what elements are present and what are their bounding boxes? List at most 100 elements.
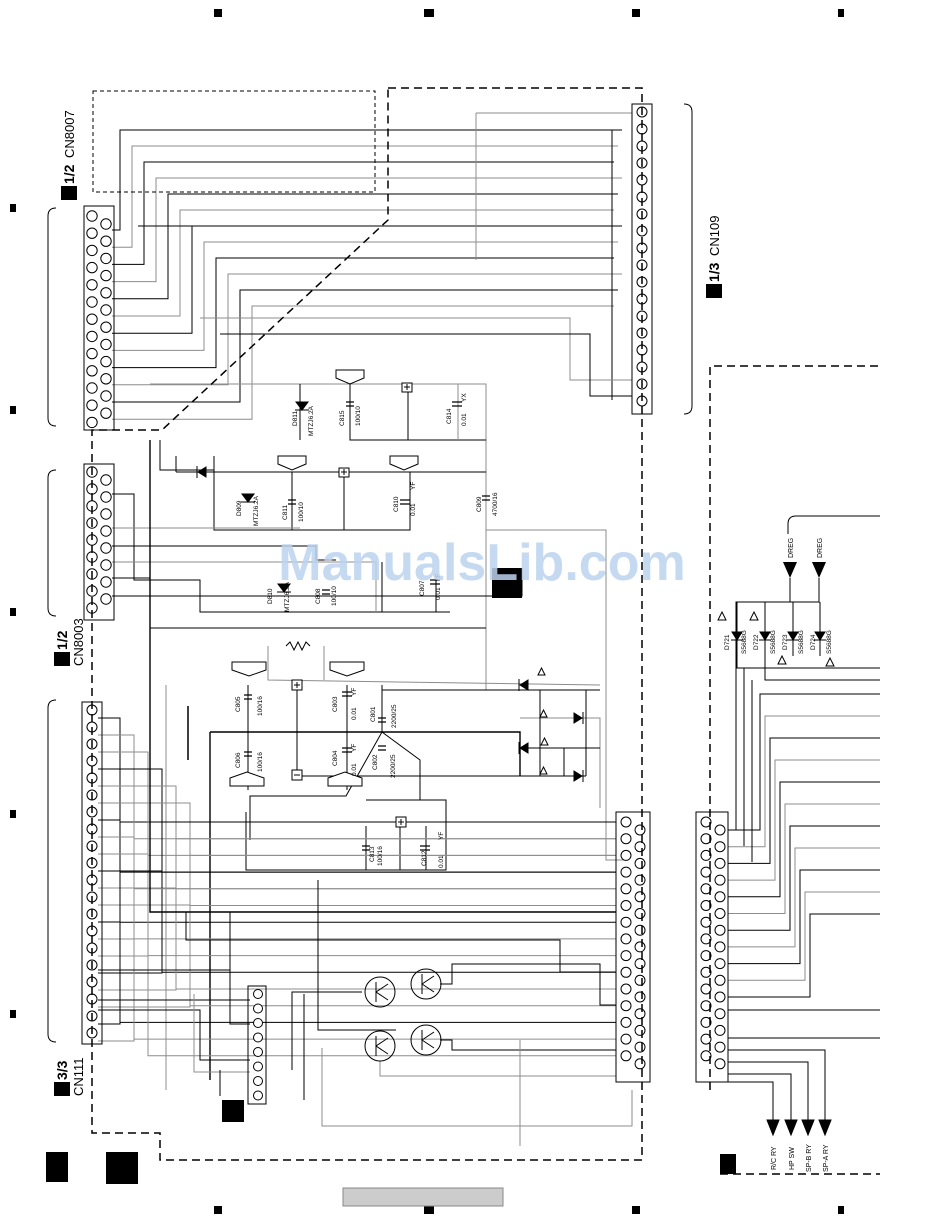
connector-label-cn8003: B 1/2 CN8003 bbox=[54, 618, 86, 666]
connector-pin bbox=[620, 933, 632, 945]
cn8007-pin bbox=[86, 279, 98, 291]
cn8003-pin bbox=[100, 542, 112, 554]
connector-pin bbox=[634, 924, 646, 936]
dreg-wire bbox=[743, 668, 753, 862]
rail-wire bbox=[159, 440, 220, 531]
cn8007-pin bbox=[100, 252, 112, 265]
board-outlines bbox=[91, 87, 880, 1175]
psu-wire bbox=[520, 717, 601, 808]
dreg-wire bbox=[792, 640, 821, 656]
connector-pin bbox=[620, 1016, 632, 1028]
c815-value: 100/10 bbox=[355, 406, 362, 426]
transistor-wire bbox=[321, 1048, 633, 1127]
connector-pin bbox=[634, 941, 646, 953]
psu-wire bbox=[399, 826, 427, 870]
c813-value: 100/16 bbox=[377, 846, 384, 866]
marker-blocks bbox=[46, 568, 736, 1184]
connector-ref: CN109 bbox=[707, 216, 722, 256]
connector-pin bbox=[253, 1076, 263, 1086]
d721-ref: D721 bbox=[724, 634, 731, 650]
diode-symbols bbox=[196, 401, 826, 782]
cn-right-wire bbox=[728, 759, 880, 881]
connector-pin bbox=[714, 958, 726, 970]
connector-pin bbox=[714, 924, 726, 936]
c805-value: 100/16 bbox=[257, 696, 264, 716]
connector-pin bbox=[700, 966, 712, 978]
connector-pin bbox=[714, 824, 726, 836]
warning-triangle-icons bbox=[537, 610, 835, 775]
connector-pin bbox=[714, 1041, 726, 1053]
connector-pin bbox=[620, 1033, 632, 1045]
registration-marks bbox=[10, 9, 844, 1214]
cn111-wire bbox=[98, 821, 616, 974]
c807-value: 0.01 bbox=[435, 587, 442, 600]
connector-pin bbox=[634, 1024, 646, 1036]
connector-pin bbox=[700, 816, 712, 828]
cn111-wire bbox=[98, 838, 616, 991]
bus-wire bbox=[112, 257, 614, 369]
connector-pin bbox=[634, 1008, 646, 1020]
cn-right-wire bbox=[728, 891, 880, 981]
cn111-wire bbox=[98, 1009, 250, 1061]
rail-symbols bbox=[229, 369, 419, 828]
watermark-text: ManualsLib.com bbox=[278, 534, 685, 592]
connector-pin bbox=[620, 983, 632, 995]
bus-wire bbox=[112, 273, 622, 386]
c806-value: 100/16 bbox=[257, 752, 264, 772]
cn111-wire bbox=[98, 854, 616, 1008]
connector-pin bbox=[700, 833, 712, 845]
connector-bodies bbox=[81, 103, 729, 1105]
connector-pin bbox=[620, 816, 632, 828]
hp-sw-label: HP SW bbox=[789, 1147, 796, 1170]
cn8007-pin bbox=[86, 399, 98, 411]
c811-ref: C811 bbox=[282, 505, 289, 520]
connector-pin bbox=[714, 908, 726, 919]
transistor-symbols bbox=[364, 968, 442, 1062]
d724-ref: D724 bbox=[810, 634, 817, 650]
connector-pin bbox=[634, 974, 646, 986]
cn8003-pin bbox=[100, 593, 112, 605]
connector-pin bbox=[714, 874, 726, 886]
d721-value: S5688G bbox=[741, 630, 748, 654]
cn-right-wire bbox=[728, 737, 880, 864]
psu-wire bbox=[249, 731, 383, 840]
connector-pin bbox=[620, 866, 632, 878]
connector-pin bbox=[700, 916, 712, 928]
psu-wire bbox=[381, 685, 421, 800]
cn8007-pin bbox=[100, 338, 112, 351]
rail-wire bbox=[112, 493, 450, 613]
c803-ref: C803 bbox=[332, 696, 339, 712]
c808-value: 100/10 bbox=[331, 586, 338, 606]
connector-pin bbox=[714, 991, 726, 1003]
spa-ry-label: SP-A RY bbox=[823, 1144, 830, 1172]
c812-value: 0.01 bbox=[438, 855, 445, 868]
connector-pin bbox=[700, 950, 712, 962]
cn8003-pin bbox=[100, 525, 112, 537]
cn8007-pin bbox=[86, 227, 98, 239]
connector-pin bbox=[634, 891, 646, 903]
cn8007-pin bbox=[86, 347, 98, 360]
cn8007-pin bbox=[100, 287, 112, 299]
rail-wire bbox=[112, 561, 377, 612]
connector-pin bbox=[253, 1047, 263, 1057]
connector-pin bbox=[253, 1061, 263, 1072]
sheet-number: 1/3 bbox=[706, 262, 722, 282]
connector-pin bbox=[714, 841, 726, 853]
c808-ref: C808 bbox=[315, 588, 322, 604]
connector-pin bbox=[253, 1032, 263, 1043]
cn111-wire bbox=[98, 955, 616, 1057]
cn8007-pin bbox=[100, 407, 112, 419]
transistor-wire bbox=[440, 963, 616, 1006]
block-letter: A bbox=[707, 286, 722, 296]
transistor-wire bbox=[291, 991, 362, 1070]
psu-wire bbox=[210, 731, 521, 776]
d722-ref: D722 bbox=[753, 634, 760, 650]
connector-pin bbox=[634, 1058, 646, 1070]
cn111-wire bbox=[98, 802, 616, 906]
signal-arrows bbox=[766, 1119, 832, 1137]
cn111-wire bbox=[229, 912, 250, 1025]
cn8003-pin bbox=[100, 474, 112, 486]
c810-ref: C810 bbox=[393, 496, 400, 512]
block-letter: B bbox=[55, 654, 70, 663]
inner-dashed-box bbox=[92, 90, 376, 193]
